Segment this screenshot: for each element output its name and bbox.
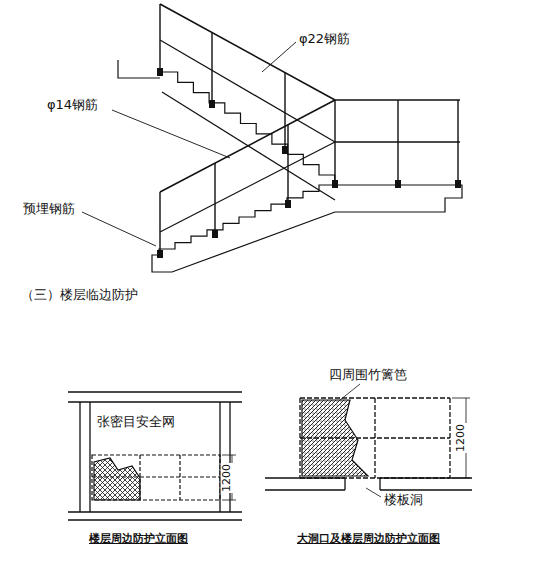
- stair-step: [162, 72, 335, 185]
- stair-step: [159, 185, 335, 255]
- dimension: 1200: [221, 463, 234, 493]
- embedded-rebar: [157, 68, 461, 258]
- leader-line: [112, 110, 230, 158]
- mid-rail: [160, 142, 335, 232]
- leader-line: [262, 42, 296, 72]
- figure-caption: 楼层周边防护立面图: [88, 533, 189, 546]
- dimension: 1200: [455, 423, 468, 453]
- section-heading: （三）楼层临边防护: [20, 288, 139, 303]
- mid-rail: [160, 40, 335, 142]
- top-rail: [160, 4, 335, 100]
- fence-label: 四周围竹篱笆: [328, 368, 408, 383]
- top-rail: [160, 100, 335, 192]
- rebar-label: φ22钢筋: [298, 32, 351, 47]
- net-label: 张密目安全网: [96, 415, 176, 430]
- rail-post: [160, 125, 288, 256]
- rebar-label: 预埋钢筋: [22, 202, 76, 217]
- landing-slab: [335, 185, 462, 212]
- opening-elevation: [265, 384, 472, 497]
- rebar-label: φ14钢筋: [46, 98, 99, 113]
- leader-line: [82, 212, 156, 246]
- opening-label: 楼板洞: [383, 493, 424, 508]
- floor-edge-elevation: [68, 392, 242, 520]
- rail-post: [398, 100, 458, 185]
- figure-caption: 大洞口及楼层周边防护立面图: [296, 533, 441, 546]
- wall-stub: [118, 60, 160, 78]
- stair-steps: [159, 72, 335, 255]
